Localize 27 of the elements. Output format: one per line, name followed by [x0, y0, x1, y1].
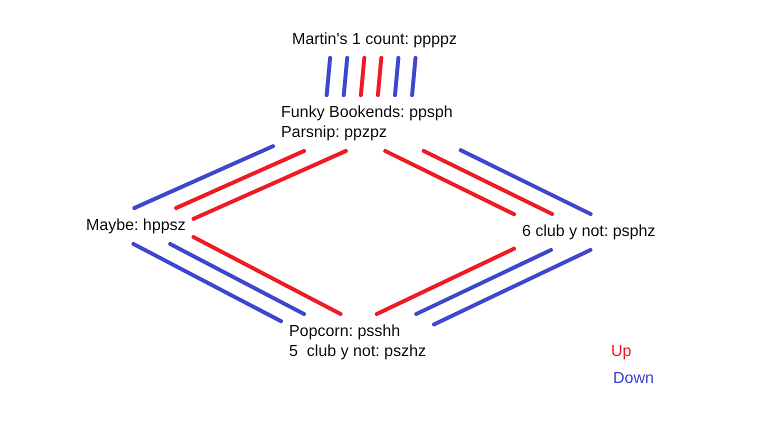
node-label: Martin's 1 count: ppppz	[292, 30, 457, 50]
connector-line	[358, 56, 366, 97]
connector-line	[374, 246, 516, 316]
connector-line	[410, 56, 418, 97]
connector-line	[174, 149, 306, 210]
connector-line	[192, 149, 348, 221]
node-label: 6 club y not: psphz	[522, 222, 656, 242]
node-label: 5 club y not: pszhz	[289, 342, 426, 362]
connector-line	[192, 235, 343, 316]
connector-line	[342, 56, 350, 97]
connector-line	[414, 248, 553, 316]
node-label: Funky Bookends: ppsph	[281, 103, 453, 123]
connector-line	[324, 56, 332, 97]
node-label: Parsnip: ppzpz	[281, 123, 388, 143]
connector-line	[168, 242, 306, 316]
connector-line	[383, 149, 516, 216]
legend-label: Up	[611, 342, 632, 362]
node-label: Popcorn: psshh	[289, 322, 402, 342]
connector-line	[132, 242, 283, 324]
node-label: Maybe: hppsz	[86, 216, 186, 236]
connector-line	[422, 149, 554, 216]
connector-line	[393, 56, 400, 97]
connector-line	[432, 248, 592, 326]
connector-line	[458, 148, 593, 216]
connector-line	[376, 56, 384, 97]
connector-line	[132, 144, 275, 210]
legend-label: Down	[613, 369, 654, 389]
